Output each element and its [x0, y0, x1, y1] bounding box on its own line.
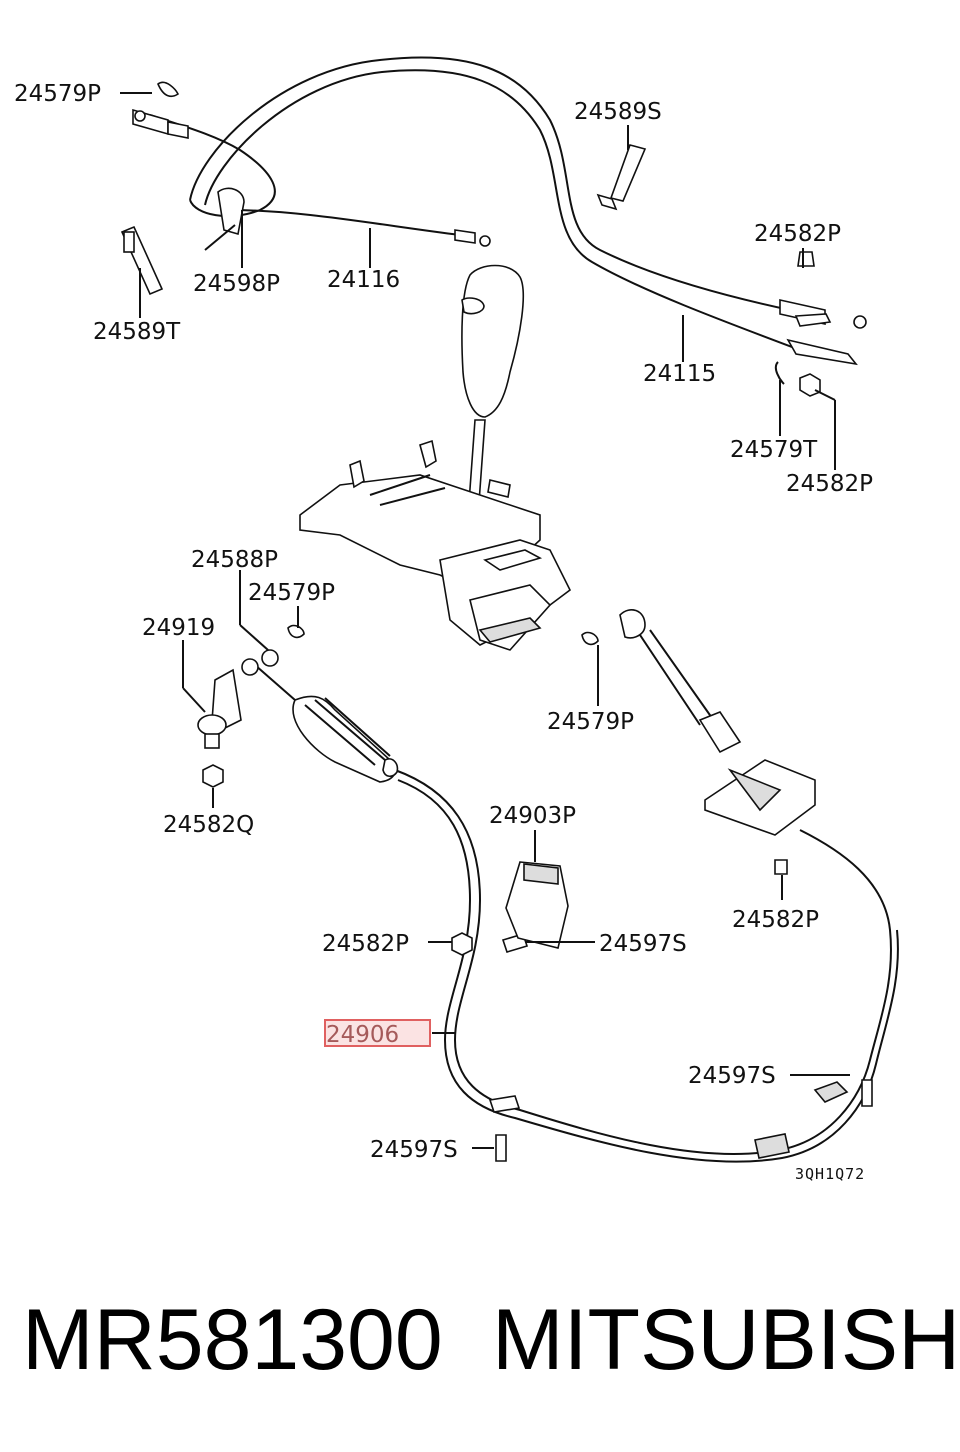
bracket-24919 — [197, 649, 279, 749]
callout-24579P-mid: 24579P — [547, 709, 634, 735]
callout-24903P: 24903P — [489, 803, 576, 829]
callout-24589T: 24589T — [93, 319, 181, 345]
callout-24597S-mid: 24597S — [599, 931, 687, 957]
bracket-24589S — [596, 144, 647, 211]
callout-24115: 24115 — [643, 361, 716, 387]
callout-24582P-lower-left: 24582P — [322, 931, 409, 957]
bracket-24589T — [120, 225, 164, 296]
cable-end-lower-right — [619, 609, 816, 875]
cable-24115-upper — [149, 56, 801, 351]
clamp-24598P — [204, 187, 245, 251]
highlight-box — [324, 1019, 431, 1047]
callout-24582P-top: 24582P — [754, 221, 841, 247]
callout-24589S: 24589S — [574, 99, 662, 125]
callout-24579P-left: 24579P — [248, 580, 335, 606]
part-number: MR581300 — [22, 1292, 443, 1388]
bracket-24903P — [505, 861, 569, 949]
callout-24116: 24116 — [327, 267, 400, 293]
callout-24597S-bottom: 24597S — [370, 1137, 458, 1163]
shift-lever-assembly — [299, 264, 572, 651]
cable-24116 — [229, 209, 491, 247]
callout-24582P-lower-right: 24582P — [732, 907, 819, 933]
callout-24582Q: 24582Q — [163, 812, 254, 838]
parts-diagram: 24579P 24589S 24582P 24598P 24116 24589T… — [14, 56, 899, 1183]
callout-24588P: 24588P — [191, 547, 278, 573]
cable-end-upper-right — [774, 251, 867, 397]
leader-lines — [120, 92, 850, 1149]
callout-24906-highlighted: 24906 — [326, 1022, 399, 1048]
callout-24598P: 24598P — [193, 271, 280, 297]
callout-24582P-right: 24582P — [786, 471, 873, 497]
cable-end-upper-left — [132, 81, 189, 139]
callout-24579P-top: 24579P — [14, 81, 101, 107]
brand-name: MITSUBISHI — [492, 1292, 960, 1388]
cable-24906 — [254, 664, 899, 1163]
callout-24919: 24919 — [142, 615, 215, 641]
figure-code: 3QH1Q72 — [795, 1165, 865, 1183]
callout-24597S-right: 24597S — [688, 1063, 776, 1089]
product-footer: MR581300 MITSUBISHI — [0, 1285, 960, 1395]
callout-24579T: 24579T — [730, 437, 818, 463]
fasteners — [202, 624, 873, 1162]
